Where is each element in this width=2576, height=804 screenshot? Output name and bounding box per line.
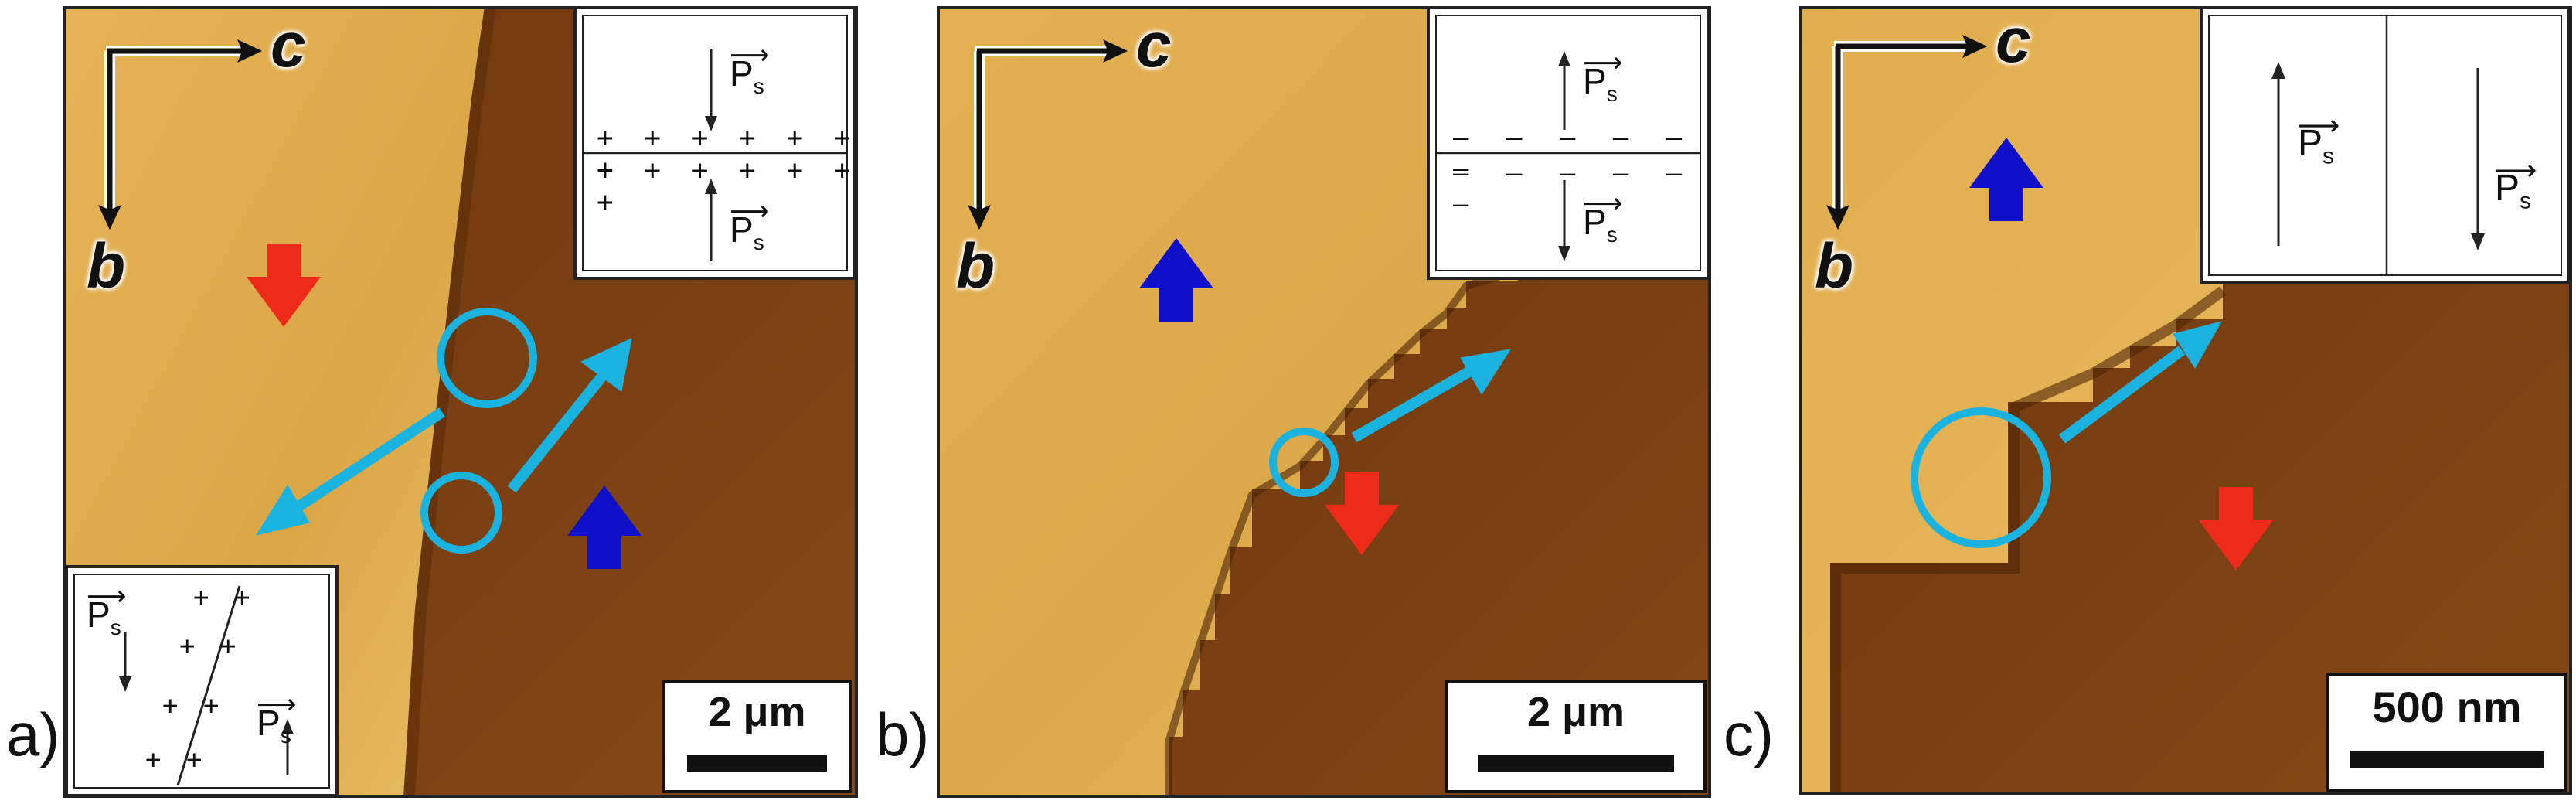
image-frame: [937, 6, 1711, 798]
ps-label: ⟶ Ps: [1583, 187, 1623, 247]
up-arrow-icon: [1139, 238, 1213, 322]
ps-label: ⟶ Ps: [257, 688, 297, 748]
scale-bar: [687, 755, 827, 772]
ps-label: ⟶ Ps: [1583, 46, 1623, 107]
highlight-circle: [420, 472, 502, 554]
top-inset: [2200, 6, 2571, 284]
axis-label-c: c: [1136, 10, 1172, 80]
inset-charges: + +: [162, 690, 224, 721]
inset-charges-bottom: + + + + + + +: [597, 155, 858, 218]
domain-wall-shadow: [1830, 286, 2227, 795]
scale-bar-box: 2 μm: [662, 680, 852, 793]
image-frame: [1799, 6, 2572, 795]
scale-bar-label: 500 nm: [2372, 683, 2522, 731]
inset-charges-top: – – – – – –: [1453, 122, 1693, 184]
domain-wall-shadow: [403, 6, 496, 798]
panel-label-c: c): [1724, 700, 1774, 768]
pfm-image-a: [63, 6, 858, 798]
ps-label: ⟶ Ps: [2298, 110, 2340, 169]
top-inset: [1427, 6, 1710, 280]
axes-icon: [967, 39, 1128, 230]
domain-wall-shadow: [1165, 267, 1519, 798]
pfm-image-c: [1799, 6, 2572, 795]
panel-a: c b + + + + + + + + + + + + + + ⟶ Ps ⟶ P…: [63, 6, 858, 798]
pfm-image-b: [937, 6, 1711, 798]
axis-label-b: b: [956, 231, 995, 302]
pointer-arrow-icon: [2058, 321, 2223, 444]
bottom-inset: [65, 565, 339, 797]
panel-label-b: b): [876, 700, 930, 768]
highlight-circle: [1911, 407, 2051, 548]
down-arrow-icon: [247, 244, 321, 327]
scale-bar-label: 2 μm: [1526, 689, 1625, 735]
inset-charges: + +: [193, 582, 255, 613]
ps-label: ⟶ Ps: [730, 195, 770, 255]
axis-label-b: b: [87, 231, 126, 302]
pointer-arrow-icon: [507, 338, 632, 493]
pointer-arrow-icon: [1351, 349, 1512, 443]
axis-label-c: c: [271, 10, 306, 80]
axis-label-c: c: [1996, 5, 2031, 76]
up-arrow-icon: [567, 485, 641, 569]
highlight-circle: [437, 308, 537, 408]
scale-bar: [1478, 755, 1674, 772]
axis-label-b: b: [1815, 231, 1854, 302]
panel-label-a: a): [6, 700, 60, 768]
inset-charges-top: + + + + + + +: [597, 122, 858, 186]
ps-label: ⟶ Ps: [87, 580, 127, 640]
top-inset: [573, 6, 856, 280]
ps-label: ⟶ Ps: [730, 39, 770, 99]
scale-bar-box: 500 nm: [2326, 673, 2567, 792]
down-arrow-icon: [2199, 487, 2273, 571]
ps-label: ⟶ Ps: [2495, 155, 2537, 214]
inset-charges: + +: [179, 631, 241, 662]
scale-bar-box: 2 μm: [1445, 680, 1707, 793]
scale-bar-label: 2 μm: [708, 689, 806, 735]
image-frame: [63, 6, 858, 798]
axes-icon: [97, 39, 263, 230]
panel-b: c b – – – – – – – – – – – – ⟶ Ps ⟶ Ps 2 …: [937, 6, 1711, 798]
highlight-circle: [1269, 428, 1339, 497]
inset-charges: + +: [145, 744, 207, 775]
axes-icon: [1826, 34, 1988, 230]
panel-c: c b ⟶ Ps ⟶ Ps 500 nm: [1799, 5, 2572, 795]
up-arrow-icon: [1969, 138, 2043, 221]
scale-bar: [2350, 751, 2544, 768]
down-arrow-icon: [1325, 472, 1399, 555]
pointer-arrow-icon: [255, 407, 445, 536]
inset-charges-bottom: – – – – – –: [1453, 158, 1693, 220]
